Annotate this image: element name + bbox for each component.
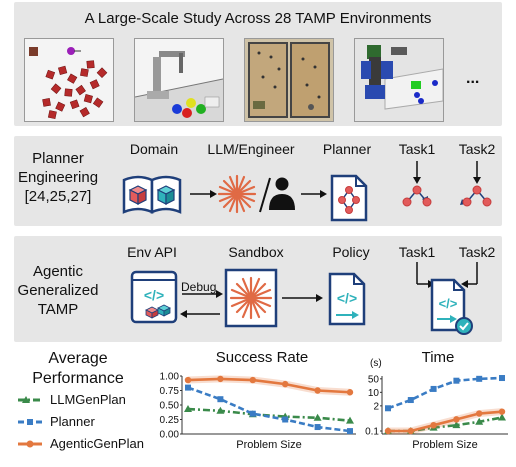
data-point-llmgenplan — [216, 406, 225, 414]
policy-label: Policy — [332, 244, 370, 260]
series-line-agenticgenplan — [388, 410, 503, 433]
success-rate-title: Success Rate — [215, 349, 309, 366]
engineer-person-icon — [269, 177, 295, 210]
env-api-window-icon: </> — [130, 270, 178, 324]
planner-label: Planner — [322, 141, 372, 157]
legend-label-planner: Planner — [50, 414, 95, 429]
legend-swatch-llmgenplan — [18, 396, 42, 403]
sandbox-icon — [224, 268, 278, 328]
task2-tree-icon — [460, 161, 492, 207]
y-tick-label: 0.50 — [160, 401, 180, 412]
task1-label: Task1 — [398, 141, 436, 157]
generalized-policy-icon: </> — [430, 278, 473, 335]
env-api-label: Env API — [127, 244, 177, 260]
data-point-llmgenplan — [184, 405, 192, 413]
x-axis-label: Problem Size — [236, 439, 301, 451]
task1-label-agentic: Task1 — [398, 244, 436, 260]
environment-thumbnail-bimanual-robot — [354, 38, 444, 122]
svg-text:</>: </> — [439, 296, 458, 311]
y-tick-label: 10 — [368, 388, 380, 399]
task2-label: Task2 — [458, 141, 496, 157]
data-point-llmgenplan — [475, 417, 484, 425]
slash-separator — [259, 177, 271, 213]
data-point-agenticgenplan — [314, 387, 321, 394]
data-point-planner — [385, 405, 391, 412]
planner-document-icon — [330, 174, 368, 222]
domain-book-icon — [122, 175, 182, 214]
data-point-llmgenplan — [452, 421, 461, 429]
data-point-planner — [499, 375, 505, 382]
series-line-planner — [387, 376, 503, 410]
data-point-planner — [453, 377, 460, 384]
data-point-agenticgenplan — [249, 376, 256, 384]
legend-title: Average Performance — [32, 350, 124, 387]
data-point-agenticgenplan — [453, 416, 460, 423]
data-point-agenticgenplan — [384, 427, 392, 435]
more-environments-ellipsis: ... — [466, 70, 480, 87]
data-point-agenticgenplan — [217, 375, 224, 383]
data-point-planner — [249, 410, 256, 417]
data-point-agenticgenplan — [498, 408, 506, 415]
environment-thumbnail-rooms — [244, 38, 334, 122]
data-point-planner — [217, 396, 224, 403]
planner-engineering-label: Planner Engineering [24,25,27] — [17, 150, 99, 205]
data-point-agenticgenplan — [476, 410, 483, 417]
data-point-llmgenplan — [313, 413, 322, 421]
series-line-llmgenplan — [187, 407, 351, 422]
x-axis-label: Problem Size — [412, 439, 477, 451]
data-point-agenticgenplan — [430, 421, 437, 429]
debug-label: Debug — [181, 280, 217, 294]
data-point-planner — [476, 375, 483, 382]
time-title: Time — [421, 349, 455, 366]
legend-label-llmgenplan: LLMGenPlan — [50, 392, 126, 407]
domain-label: Domain — [129, 141, 179, 157]
series-line-planner — [187, 386, 351, 433]
data-point-planner — [282, 416, 289, 423]
data-point-planner — [185, 384, 191, 391]
data-point-agenticgenplan — [282, 380, 289, 388]
y-tick-label: 0.1 — [365, 427, 379, 438]
data-point-agenticgenplan — [407, 427, 414, 435]
time-unit-label: (s) — [370, 358, 382, 369]
llm-engineer-label: LLM/Engineer — [207, 141, 295, 157]
sandbox-label: Sandbox — [228, 244, 284, 260]
y-tick-label: 2 — [373, 401, 379, 412]
data-point-planner — [430, 385, 437, 392]
y-tick-label: 50 — [368, 374, 380, 385]
legend-label-agenticgenplan: AgenticGenPlan — [50, 436, 144, 451]
data-point-llmgenplan — [498, 413, 506, 421]
agentic-tamp-label: Agentic Generalized TAMP — [17, 263, 99, 318]
planner-engineering-graphics — [122, 161, 492, 222]
y-tick-label: 0.75 — [160, 386, 180, 397]
data-point-planner — [347, 428, 353, 435]
data-point-planner — [407, 397, 414, 404]
header-title: A Large-Scale Study Across 28 TAMP Envir… — [84, 10, 432, 27]
legend-swatch-planner — [18, 419, 42, 425]
series-line-agenticgenplan — [187, 377, 351, 394]
policy-document-icon: </> — [328, 272, 366, 326]
data-point-agenticgenplan — [184, 376, 192, 384]
data-point-planner — [314, 424, 321, 431]
data-point-agenticgenplan — [346, 389, 354, 396]
environment-thumbnail-robot-arm — [134, 38, 224, 122]
task2-label-agentic: Task2 — [458, 244, 496, 260]
y-tick-label: 0.25 — [160, 415, 180, 426]
y-tick-label: 0.00 — [160, 430, 180, 441]
svg-text:</>: </> — [337, 290, 357, 306]
agentic-tamp-graphics: </> </> </> — [130, 262, 478, 335]
y-tick-label: 1.00 — [160, 372, 180, 383]
environment-thumbnail-blocks — [24, 38, 114, 122]
planner-engineering-panel — [14, 136, 502, 226]
task1-tree-icon — [402, 161, 432, 207]
legend-swatch-agenticgenplan — [18, 440, 42, 448]
llm-burst-icon — [217, 174, 257, 214]
svg-text:</>: </> — [144, 287, 164, 303]
data-point-llmgenplan — [346, 416, 354, 424]
